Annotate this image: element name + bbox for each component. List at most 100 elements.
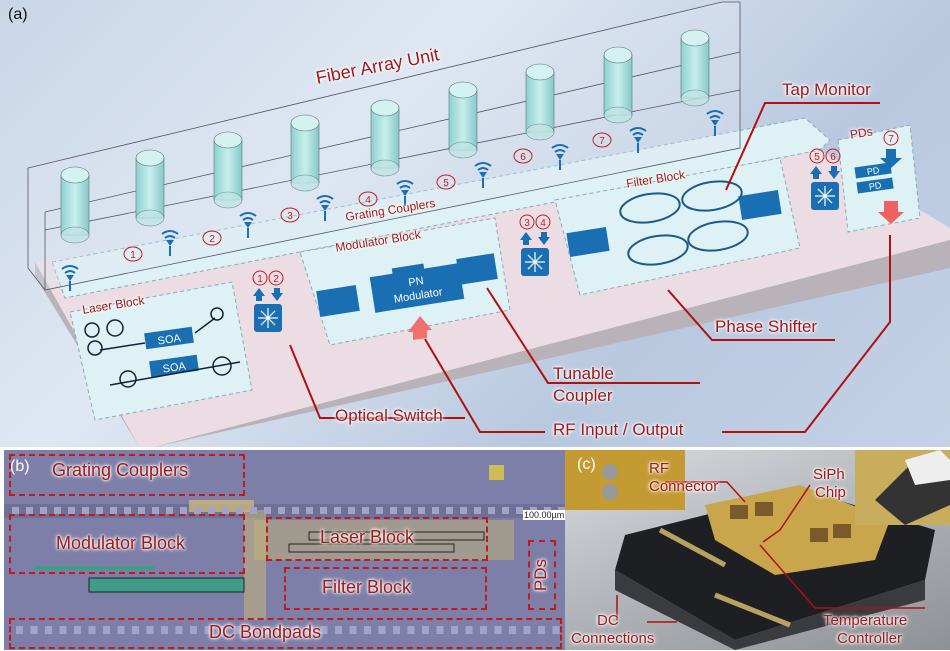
bond-pad [132,626,139,634]
phase-section [391,263,425,276]
svg-text:PD: PD [868,180,882,192]
dc-bondpads-region [9,618,562,649]
bond-pad [390,507,397,514]
rf-connector-label-2: Connector [649,478,719,495]
switch-port-6 [825,148,841,164]
input-arrow [538,232,550,245]
port-number-7: 7 [592,132,612,148]
panel-label-c: (c) [577,456,596,473]
soa-1: SOA [144,326,194,350]
bond-pad [349,626,357,634]
dc-pins-right [714,592,791,628]
modulator-block-text: Modulator Block [56,533,186,553]
grating-coupler-icon [396,180,414,206]
bond-pad [364,626,371,634]
svg-text:3: 3 [524,218,530,229]
tap-monitor-callout: Tap Monitor [782,80,871,99]
output-arrow [520,232,532,245]
grating-coupler-icon [474,162,492,188]
bond-pad [494,626,502,634]
bond-pad [88,626,96,634]
siph-chip-label-1: SiPh [813,466,845,483]
dc-connections-label-2: Connections [571,630,655,647]
ring-resonators [619,180,749,266]
phase-shifter-callout: Phase Shifter [715,317,818,336]
bond-pad [378,626,386,634]
output-arrow [810,166,822,179]
pd-input-arrow [880,149,902,168]
bond-pad [362,507,369,514]
dc-bondpads-text: DC Bondpads [209,622,322,642]
bond-pad [516,507,523,514]
rf-arrow-pd [878,201,904,224]
grating-couplers-text: Grating Couplers [52,460,189,480]
switch-port-2 [268,270,284,286]
bond-pad [451,626,458,634]
input-arrow [828,166,840,179]
fiber-3 [213,131,243,209]
bond-pad [146,626,154,634]
svg-text:5: 5 [814,152,820,163]
bond-pad [320,626,328,634]
panel-b-micrograph: (b) Grating Couplers Modulator Block Las… [4,450,566,650]
svg-text:PN: PN [408,275,425,289]
bond-pad [180,507,187,514]
bond-pad [250,507,257,514]
laser-block-area [69,281,253,421]
fiber-2 [135,149,165,227]
svg-text:5: 5 [443,178,449,189]
rf-arrow-modulator [408,316,432,340]
panel-c-package-photo: (c) RF Connector SiPh Chip DC Connection… [565,450,950,650]
bond-pad [278,507,285,514]
port-number-3: 3 [280,207,300,223]
fiber-6 [448,81,478,159]
bond-pad [166,507,173,514]
svg-text:2: 2 [273,274,279,285]
fiber-1 [60,166,90,244]
bond-pad [277,626,284,634]
switch-port-4 [535,214,551,230]
bond-pad [26,507,33,514]
bond-pad [404,507,411,514]
pds-block-area [837,124,921,233]
grating-coupler-icon [316,195,334,221]
siph-chip-label-2: Chip [815,484,846,501]
port-number-4: 4 [358,191,378,207]
bond-pad [190,626,197,634]
pd-port-7: 7 [883,130,899,146]
fiber-5 [370,99,400,177]
bond-pad [208,507,215,514]
bond-pad [348,507,355,514]
laser-block-text: Laser Block [320,527,415,547]
bond-pad [12,507,19,514]
bond-pad [306,507,313,514]
switch-port-1 [252,270,268,286]
bond-pad [523,626,531,634]
bond-pad [222,507,229,514]
bond-pad [407,626,415,634]
grating-coupler-icon [629,127,647,153]
port-number-6: 6 [513,148,533,164]
bond-pad [59,626,67,634]
port-number-2: 2 [202,230,222,246]
grating-strip [51,117,831,299]
callout-lines-c [616,481,925,623]
bond-pad [175,626,183,634]
bond-pad [204,626,212,634]
dc-pins-left [658,527,727,568]
bond-pad [138,507,145,514]
fiber-7 [525,63,555,141]
bond-pad [334,507,341,514]
grating-coupler-icon [161,230,179,256]
grating-coupler-icon [706,110,724,136]
svg-text:7: 7 [888,134,894,145]
svg-text:2: 2 [209,234,215,245]
pd-2: PD [856,177,894,194]
bond-pad [262,626,270,634]
callout-lines [289,102,891,433]
filter-block-area [554,157,801,296]
output-arrow [253,288,265,301]
bond-pad [538,626,545,634]
